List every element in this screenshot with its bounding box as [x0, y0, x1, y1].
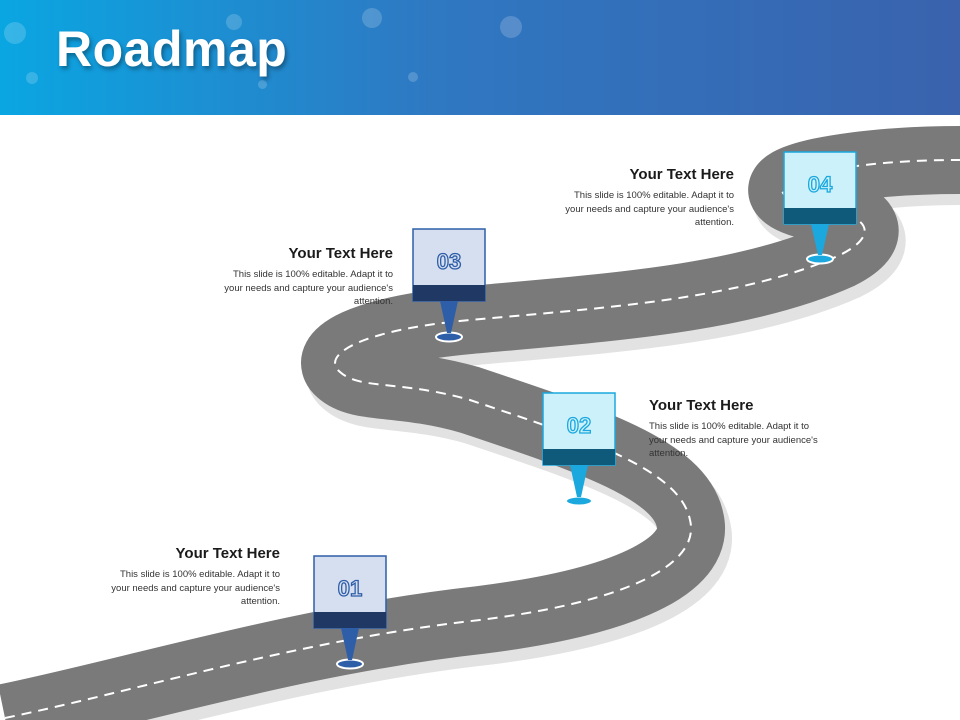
milestone-03-text: Your Text Here This slide is 100% editab…: [113, 245, 393, 309]
milestone-description: This slide is 100% editable. Adapt it to…: [565, 190, 734, 228]
marker-footer: [784, 208, 856, 224]
milestone-heading: Your Text Here: [175, 545, 280, 562]
milestone-description: This slide is 100% editable. Adapt it to…: [111, 569, 280, 607]
decor-bubble: [258, 80, 267, 89]
pin-stem: [811, 224, 829, 255]
milestone-02-text: Your Text Here This slide is 100% editab…: [649, 397, 929, 461]
milestone-number: 04: [808, 172, 833, 197]
milestone-04-marker: 04: [783, 151, 857, 265]
milestone-01-marker: 01: [313, 555, 387, 670]
milestone-03-marker: 03: [412, 228, 486, 343]
pin-stem: [341, 628, 359, 660]
header-banner: Roadmap: [0, 0, 960, 115]
milestone-heading: Your Text Here: [629, 166, 734, 183]
pin-base: [336, 658, 364, 670]
milestone-number: 03: [437, 249, 461, 274]
milestone-heading: Your Text Here: [288, 245, 393, 262]
road-lane-marking: [4, 159, 960, 719]
marker-footer: [314, 612, 386, 628]
milestone-04-text: Your Text Here This slide is 100% editab…: [454, 166, 734, 230]
decor-bubble: [226, 14, 242, 30]
marker-footer: [543, 449, 615, 465]
decor-bubble: [362, 8, 382, 28]
milestone-description: This slide is 100% editable. Adapt it to…: [649, 421, 818, 459]
milestone-number: 01: [338, 576, 362, 601]
milestone-description: This slide is 100% editable. Adapt it to…: [224, 269, 393, 307]
milestone-02-marker: 02: [542, 392, 616, 507]
milestone-number: 02: [567, 413, 591, 438]
pin-base: [806, 253, 834, 265]
pin-stem: [570, 465, 588, 497]
pin-stem: [440, 301, 458, 333]
pin-base: [565, 495, 593, 507]
milestone-01-text: Your Text Here This slide is 100% editab…: [0, 545, 280, 609]
decor-bubble: [26, 72, 38, 84]
slide-title: Roadmap: [56, 21, 288, 77]
decor-bubble: [408, 72, 418, 82]
pin-base: [435, 331, 463, 343]
marker-footer: [413, 285, 485, 301]
milestone-heading: Your Text Here: [649, 397, 754, 414]
decor-bubble: [500, 16, 522, 38]
decor-bubble: [4, 22, 26, 44]
